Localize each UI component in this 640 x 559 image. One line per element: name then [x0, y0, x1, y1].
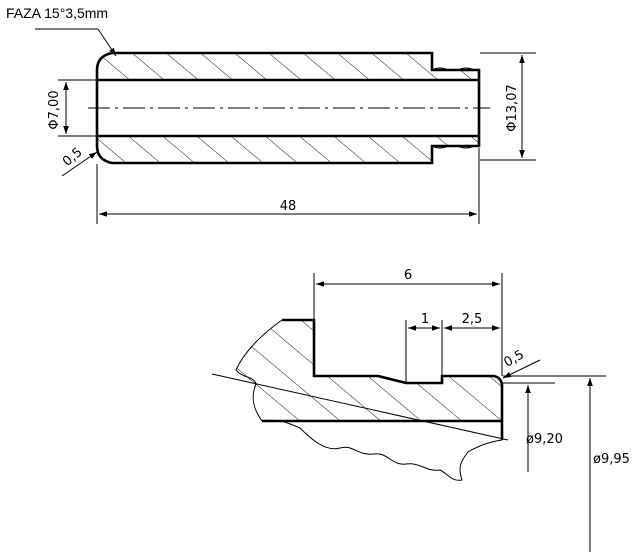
lower-wall-hatch: [97, 136, 479, 163]
end-groove-top: [431, 67, 475, 71]
chamfer-note-arrow: [97, 28, 117, 57]
outer-diameter-label: Φ13,07: [505, 84, 520, 131]
end-groove-bottom: [431, 145, 475, 149]
detail-cut-line: [211, 373, 509, 441]
inner-diameter-label: Φ7,00: [47, 90, 62, 129]
dia-small-label: ø9,20: [526, 432, 563, 447]
width-label: 6: [404, 268, 412, 283]
chamfer-size-label: 0,5: [60, 145, 85, 170]
detail-outline: [282, 318, 504, 440]
length-label: 48: [280, 199, 297, 214]
end-chamfer-label: 0,5: [502, 347, 527, 370]
chamfer-size-leader: [61, 151, 98, 177]
detail-lower-break: [261, 419, 503, 481]
groove-offset-label: 2,5: [462, 312, 483, 327]
chamfer-note: FAZA 15°3,5mm: [6, 5, 108, 21]
detail-wall-hatch: [236, 320, 502, 421]
detail-break-line: [235, 319, 283, 422]
end-chamfer-leader: [502, 359, 541, 379]
dia-large-label: ø9,95: [593, 452, 630, 467]
sleeve-section-view: FAZA 15°3,5mm Φ7,00 0,5 Φ13,07 48: [6, 5, 536, 224]
groove-width-label: 1: [421, 312, 429, 327]
detail-view: 6 1 2,5 0,5 ø9,20 ø9,95: [211, 268, 630, 552]
